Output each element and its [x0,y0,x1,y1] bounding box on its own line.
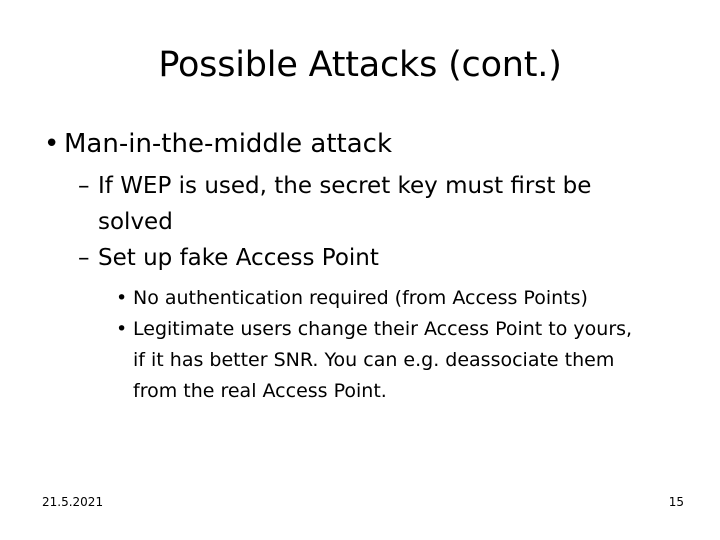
bullet-level3-no-authentication: • No authentication required (from Acces… [0,283,720,314]
bullet-level2-wep-key: – If WEP is used, the secret key must fi… [0,168,720,240]
bullet-level2-label: Set up fake Access Point [98,245,379,271]
bullet-level1-label: Man-in-the-middle attack [64,129,393,159]
bullet-level1-man-in-the-middle: • Man-in-the-middle attack [0,126,720,162]
bullet-dash-icon: – [78,245,90,271]
bullet-level2-fake-access-point: – Set up fake Access Point [0,240,720,276]
bullet-level3-label: Legitimate users change their Access Poi… [133,318,633,402]
page-title: Possible Attacks (cont.) [158,45,562,85]
bullet-level3-legitimate-users: • Legitimate users change their Access P… [0,314,720,407]
slide-body: • Man-in-the-middle attack – If WEP is u… [0,126,720,407]
bullet-dot-icon: • [44,129,60,159]
bullet-dot-icon: • [116,318,128,340]
bullet-level2-label: If WEP is used, the secret key must firs… [98,173,592,235]
bullet-level3-label: No authentication required (from Access … [133,287,588,309]
bullet-dash-icon: – [78,173,90,199]
footer-date: 21.5.2021 [42,495,104,509]
bullet-dot-icon: • [116,287,128,309]
footer-page-number: 15 [668,495,684,509]
